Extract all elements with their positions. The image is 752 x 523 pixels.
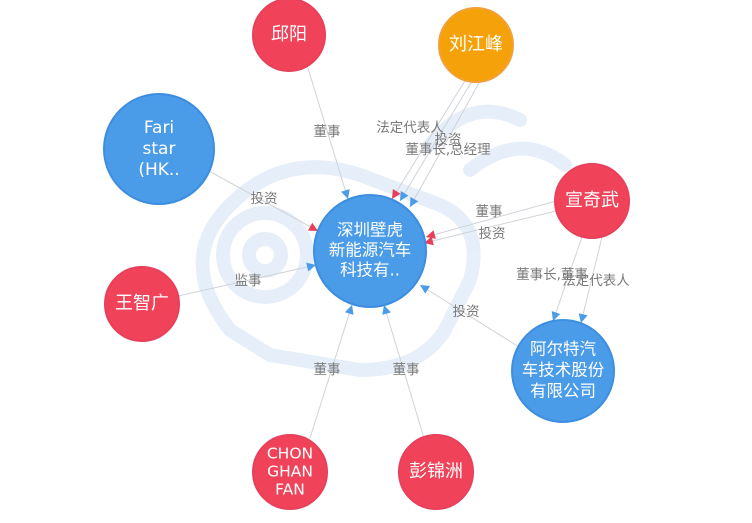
node-label-line: 深圳壁虎 [337,221,403,240]
arrowhead-icon [410,196,419,207]
edge-xuanqiwu-to-aerte [580,236,603,324]
arrowhead-icon [426,230,436,239]
edge-xuanqiwu-to-aerte [552,236,583,322]
arrowhead-icon [551,311,561,321]
arrowhead-icon [424,236,434,246]
edge-label: 董事 [314,124,341,140]
arrowhead-icon [307,222,318,231]
edge-aerte-to-center [419,284,520,348]
node-liujiangfeng[interactable]: 刘江峰 [438,7,514,83]
edge-label: 董事 [393,362,420,378]
arrowhead-icon [341,189,350,199]
node-circle[interactable] [398,434,474,510]
node-label-line: 彭锦洲 [409,461,463,482]
node-label-line: 有限公司 [530,382,596,401]
node-label-line: star [143,139,176,159]
node-circle[interactable] [511,319,615,423]
node-label-line: (HK.. [138,160,179,180]
edge-label: 投资 [479,226,506,242]
arrowhead-icon [306,262,316,272]
edge-label: 董事长,董事 [516,267,588,283]
arrowhead-icon [382,305,391,315]
edge-liujiangfeng-to-center [391,78,467,200]
watermark [195,104,572,378]
node-label-line: 车技术股份 [522,361,605,380]
node-label-line: FAN [275,481,305,499]
edge-faristar-to-center [208,170,319,232]
edge-xuanqiwu-to-center [423,210,557,244]
edge-label: 监事 [235,273,262,289]
edge-label: 董事 [314,362,341,378]
node-circle[interactable] [438,7,514,83]
edge-label: 投资 [453,304,480,320]
node-circle[interactable] [103,93,215,205]
edge-label: 法定代表人 [376,120,444,136]
edge-label: 董事长,总经理 [405,142,491,158]
edge-label: 法定代表人 [562,273,630,289]
node-label-line: 阿尔特汽 [530,340,596,359]
node-label-line: 宣奇武 [565,190,619,211]
node-xuanqiwu[interactable]: 宣奇武 [554,163,630,239]
node-label-line: 邱阳 [271,24,307,45]
node-circle[interactable] [313,194,427,308]
edge-wangzhiguang-to-center [177,264,317,297]
node-qiuyang[interactable]: 邱阳 [252,0,326,72]
arrowhead-icon [400,190,409,201]
node-label-line: 科技有.. [340,261,400,280]
node-circle[interactable] [252,0,326,72]
node-label-line: GHAN [267,463,313,481]
edge-liujiangfeng-to-center [409,80,481,208]
node-circle[interactable] [252,434,328,510]
edge-label: 投资 [435,132,462,148]
node-label-line: 刘江峰 [449,34,503,55]
node-label-line: CHON [267,445,313,463]
node-circle[interactable] [554,163,630,239]
arrowhead-icon [344,305,354,315]
node-circle[interactable] [104,266,180,342]
arrowhead-icon [420,285,431,294]
edge-pengjinzhou-to-center [383,304,425,439]
edge-liujiangfeng-to-center [399,80,473,202]
edge-xuanqiwu-to-center [425,200,557,238]
node-label-line: 王智广 [115,293,169,314]
edge-qiuyang-to-center [306,64,349,200]
arrowhead-icon [392,188,401,199]
arrowhead-icon [578,313,588,323]
edge-label: 董事 [476,204,503,220]
edge-chonghanfan-to-center [309,304,353,439]
node-pengjinzhou[interactable]: 彭锦洲 [398,434,474,510]
node-label-line: Fari [144,118,174,138]
node-wangzhiguang[interactable]: 王智广 [104,266,180,342]
node-label-line: 新能源汽车 [329,241,412,260]
edge-label: 投资 [251,191,278,207]
